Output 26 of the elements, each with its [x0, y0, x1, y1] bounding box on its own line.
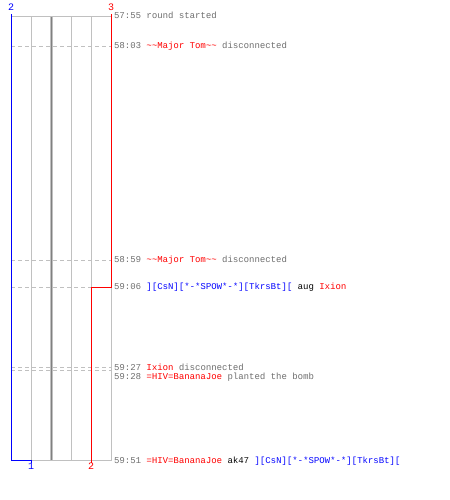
player-name: ~~Major Tom~~	[146, 41, 217, 51]
timestamp: 59:27	[114, 363, 142, 373]
event-text: planted the bomb	[227, 372, 314, 382]
event-text: disconnected	[222, 255, 287, 265]
timestamp: 58:03	[114, 41, 142, 51]
timestamp: 58:59	[114, 255, 142, 265]
player-name: =HIV=BananaJoe	[146, 372, 222, 382]
weapon-name: aug	[298, 282, 314, 292]
timestamp: 59:06	[114, 282, 142, 292]
player-name: ~~Major Tom~~	[146, 255, 217, 265]
team-count: 2	[88, 463, 94, 473]
weapon-name: ak47	[227, 456, 250, 466]
player-name: =HIV=BananaJoe	[146, 456, 222, 466]
player-name: Ixion	[146, 363, 174, 373]
event-text: round started	[146, 11, 217, 21]
team-count: 2	[8, 4, 14, 14]
team-count: 1	[28, 463, 34, 473]
timestamp: 59:28	[114, 372, 142, 382]
player-name: ][CsN][*-*SPOW*-*][TkrsBt][	[146, 282, 292, 292]
event-text: disconnected	[222, 41, 287, 51]
event-text: disconnected	[178, 363, 244, 373]
player-name: ][CsN][*-*SPOW*-*][TkrsBt][	[254, 456, 400, 466]
team-count: 3	[108, 4, 114, 14]
timestamp: 57:55	[114, 11, 142, 21]
timestamp: 59:51	[114, 456, 142, 466]
player-name: Ixion	[319, 282, 346, 292]
